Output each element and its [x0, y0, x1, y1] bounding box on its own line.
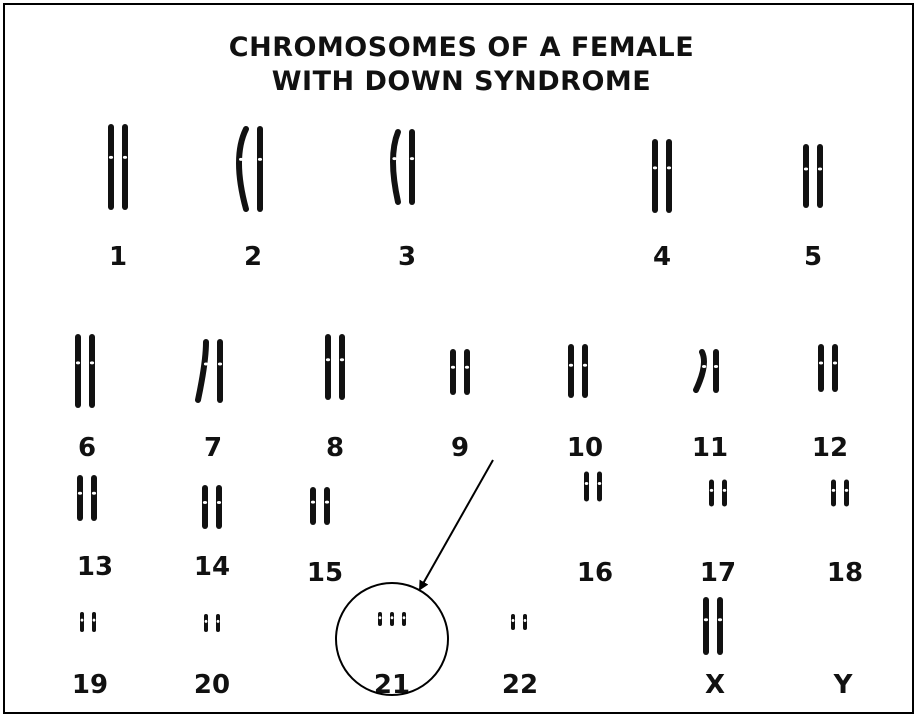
pointer-arrow: [420, 460, 493, 589]
highlight-circle: [336, 583, 448, 695]
